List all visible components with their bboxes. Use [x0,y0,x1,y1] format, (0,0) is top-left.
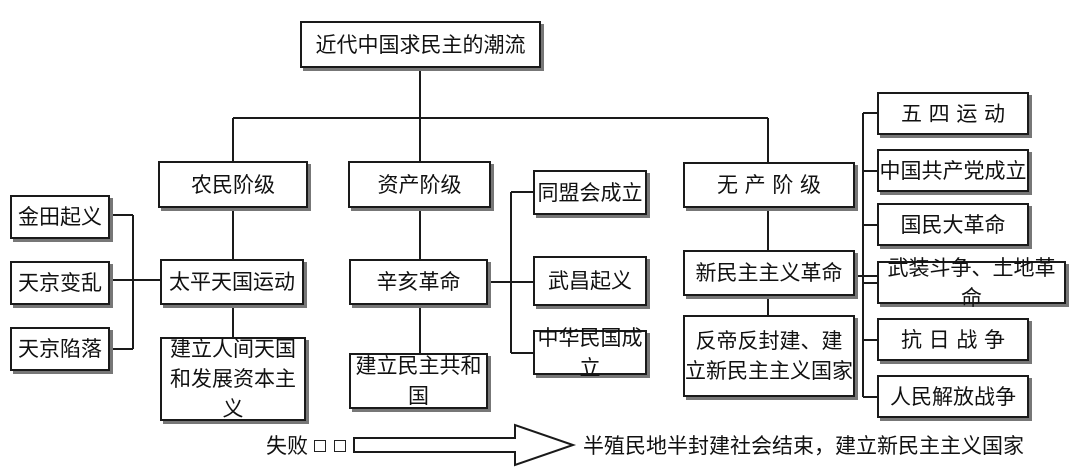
event-tianjing-xianluo-box: 天京陷落 [10,327,110,371]
event-tianjing-bianluan-box: 天京变乱 [10,261,110,305]
peasant-goal-box: 建立人间天国 和发展资本主义 [160,337,306,421]
event-armed-struggle-box: 武装斗争、土地革命 [877,256,1066,310]
bourgeois-class-label: 资产阶级 [377,172,462,197]
title-text: 近代中国求民主的潮流 [315,32,526,57]
peasant-class-label: 农民阶级 [191,172,275,197]
proletariat-class-label: 无 产 阶 级 [716,173,822,197]
proletariat-class-box: 无 产 阶 级 [683,162,855,208]
event-ccp-founded-label: 中国共产党成立 [879,158,1027,183]
event-tianjing-xianluo-label: 天京陷落 [18,337,102,361]
event-may-fourth-box: 五 四 运 动 [877,92,1029,135]
event-armed-struggle-label: 武装斗争、土地革命 [887,255,1056,310]
bourgeois-goal-label: 建立民主共和国 [355,354,482,408]
event-national-revolution-label: 国民大革命 [900,212,1006,237]
new-democratic-revolution-label: 新民主主义革命 [695,261,843,285]
xinhai-revolution-label: 辛亥革命 [376,270,461,294]
small-square-2 [334,440,346,452]
bourgeois-class-box: 资产阶级 [348,161,491,208]
event-anti-japanese-war-box: 抗 日 战 争 [877,318,1029,361]
event-liberation-war-label: 人民解放战争 [890,384,1016,409]
xinhai-revolution-box: 辛亥革命 [349,259,488,305]
event-tianjing-bianluan-label: 天京变乱 [18,271,102,295]
event-tongmenghui-label: 同盟会成立 [537,180,643,205]
event-anti-japanese-war-label: 抗 日 战 争 [900,327,1006,352]
result-label: 半殖民地半封建社会结束，建立新民主主义国家 [583,434,1024,458]
event-national-revolution-box: 国民大革命 [877,203,1029,246]
peasant-goal-label: 建立人间天国 和发展资本主义 [170,337,296,421]
small-square-1 [314,440,326,452]
event-wuchang-box: 武昌起义 [533,256,647,306]
event-may-fourth-label: 五 四 运 动 [900,101,1006,126]
title-box: 近代中国求民主的潮流 [300,21,541,68]
proletariat-goal-box: 反帝反封建、建 立新民主主义国家 [683,315,855,397]
event-wuchang-label: 武昌起义 [548,269,632,293]
taiping-movement-box: 太平天国运动 [160,259,304,305]
event-roc-founded-box: 中华民国成立 [533,326,647,380]
event-jintian-label: 金田起义 [18,205,102,229]
new-democratic-revolution-box: 新民主主义革命 [683,250,855,296]
taiping-movement-label: 太平天国运动 [169,270,295,294]
event-jintian-box: 金田起义 [10,195,110,239]
peasant-class-box: 农民阶级 [158,161,308,208]
event-tongmenghui-box: 同盟会成立 [533,170,647,215]
proletariat-goal-label: 反帝反封建、建 立新民主主义国家 [685,329,853,383]
failure-label: 失败 [266,434,308,458]
event-roc-founded-label: 中华民国成立 [537,325,643,380]
event-ccp-founded-box: 中国共产党成立 [877,149,1029,192]
event-liberation-war-box: 人民解放战争 [877,375,1029,418]
result-arrow [353,423,577,467]
bourgeois-goal-box: 建立民主共和国 [349,353,488,409]
